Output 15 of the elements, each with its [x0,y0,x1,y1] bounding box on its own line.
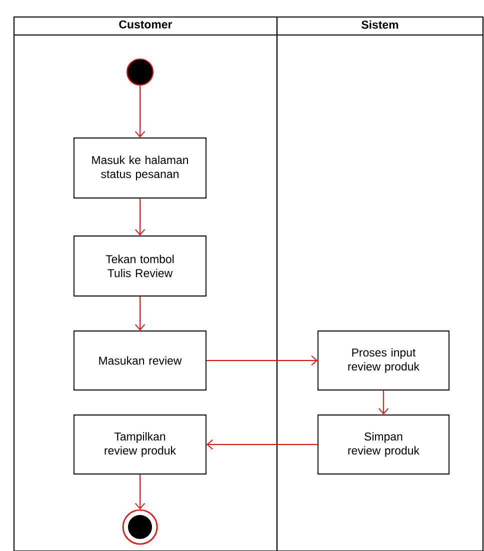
action-box: Masuk ke halaman status pesanan [74,138,206,198]
end-node [122,509,158,545]
arrow [134,474,146,510]
arrow [134,296,146,331]
action-box: Proses input review produk [318,330,450,390]
action-box: Simpan review produk [318,414,450,474]
action-box: Tekan tombol Tulis Review [74,236,206,296]
start-node [126,58,154,86]
arrow [134,85,146,138]
action-box: Tampilkan review produk [74,414,206,474]
arrow [206,439,318,450]
arrow [134,198,146,236]
action-box: Masukan review [74,330,206,390]
arrow [378,390,389,415]
arrow [206,355,318,366]
